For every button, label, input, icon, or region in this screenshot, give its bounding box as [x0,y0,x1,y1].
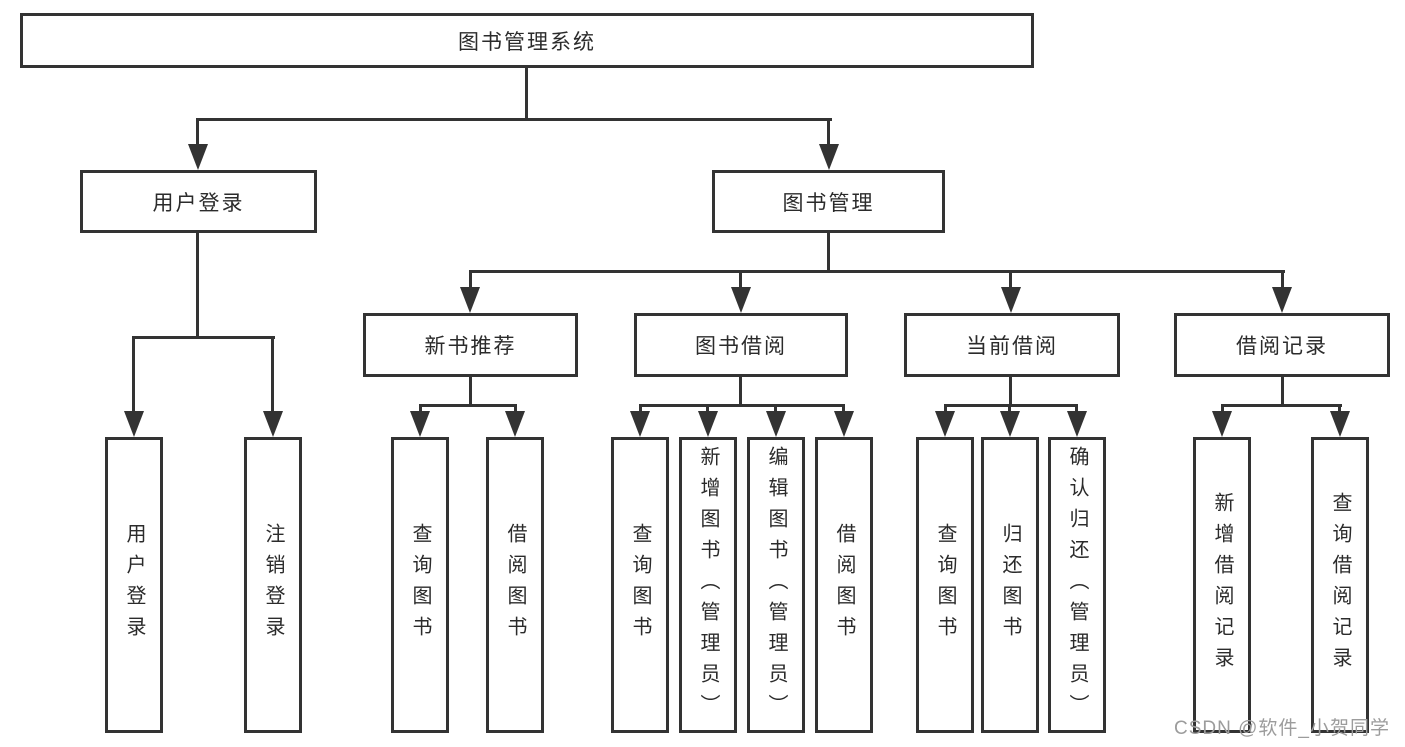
connector [469,377,472,407]
node-book-borrowing: 图书借阅 [634,313,848,377]
leaf-add-books-admin-label: 新增图书（管理员） [697,445,719,725]
node-book-management: 图书管理 [712,170,945,233]
connector [1008,404,1011,413]
leaf-borrow-books-recommend: 借阅图书 [486,437,544,733]
connector [739,377,742,407]
connector [419,404,517,407]
connector [1338,404,1341,413]
arrowhead-icon [834,411,854,437]
node-current-borrowing: 当前借阅 [904,313,1120,377]
leaf-query-books-current: 查询图书 [916,437,974,733]
arrowhead-icon [630,411,650,437]
arrowhead-icon [819,144,839,170]
node-user-login: 用户登录 [80,170,317,233]
leaf-confirm-return-admin: 确认归还（管理员） [1048,437,1106,733]
node-book-management-label: 图书管理 [782,191,875,215]
leaf-borrow-books-label: 借阅图书 [833,523,855,647]
connector [1075,404,1078,413]
node-root-label: 图书管理系统 [458,30,596,54]
leaf-query-books-borrowing: 查询图书 [611,437,669,733]
connector [419,404,422,413]
leaf-return-books: 归还图书 [981,437,1039,733]
leaf-add-borrow-record: 新增借阅记录 [1193,437,1251,733]
arrowhead-icon [460,287,480,313]
leaf-user-login: 用户登录 [105,437,163,733]
arrowhead-icon [731,287,751,313]
leaf-user-login-label: 用户登录 [123,523,145,647]
node-current-borrowing-label: 当前借阅 [966,335,1058,358]
connector [196,118,199,146]
leaf-confirm-return-admin-label: 确认归还（管理员） [1066,445,1088,725]
leaf-edit-books-admin: 编辑图书（管理员） [747,437,805,733]
connector [1221,404,1342,407]
connector [1009,377,1012,407]
node-book-borrowing-label: 图书借阅 [695,335,787,358]
connector [514,404,517,413]
arrowhead-icon [1330,411,1350,437]
connector [639,404,845,407]
node-new-book-recommend-label: 新书推荐 [424,335,517,358]
leaf-logout-label: 注销登录 [262,523,284,647]
node-borrowing-records-label: 借阅记录 [1236,335,1328,358]
leaf-return-books-label: 归还图书 [999,523,1021,647]
leaf-query-books-current-label: 查询图书 [934,523,956,647]
arrowhead-icon [1001,287,1021,313]
arrowhead-icon [1067,411,1087,437]
leaf-query-borrow-record-label: 查询借阅记录 [1329,492,1351,678]
leaf-query-borrow-record: 查询借阅记录 [1311,437,1369,733]
connector [739,270,742,290]
leaf-borrow-books: 借阅图书 [815,437,873,733]
leaf-borrow-books-recommend-label: 借阅图书 [504,523,526,647]
leaf-query-books-recommend-label: 查询图书 [409,523,431,647]
connector [132,336,275,339]
connector [944,404,1078,407]
connector [271,336,274,413]
connector [525,68,528,121]
connector [1281,270,1284,290]
connector [469,270,1285,273]
node-user-login-label: 用户登录 [152,191,245,215]
connector [827,118,830,146]
connector [469,270,472,290]
connector [196,233,199,339]
leaf-add-borrow-record-label: 新增借阅记录 [1211,492,1233,678]
leaf-add-books-admin: 新增图书（管理员） [679,437,737,733]
arrowhead-icon [766,411,786,437]
connector [1281,377,1284,407]
connector [132,336,135,413]
node-new-book-recommend: 新书推荐 [363,313,578,377]
node-borrowing-records: 借阅记录 [1174,313,1390,377]
leaf-logout: 注销登录 [244,437,302,733]
arrowhead-icon [505,411,525,437]
arrowhead-icon [935,411,955,437]
connector [944,404,947,413]
arrowhead-icon [410,411,430,437]
connector [196,118,832,121]
connector [827,233,830,273]
arrowhead-icon [188,144,208,170]
connector [842,404,845,413]
connector [1221,404,1224,413]
arrowhead-icon [1000,411,1020,437]
arrowhead-icon [698,411,718,437]
arrowhead-icon [1212,411,1232,437]
connector [1009,270,1012,290]
arrowhead-icon [1272,287,1292,313]
connector [639,404,642,413]
arrowhead-icon [124,411,144,437]
csdn-watermark: CSDN @软件_小贺同学 [1174,718,1390,739]
connector [706,404,709,413]
leaf-edit-books-admin-label: 编辑图书（管理员） [765,445,787,725]
node-root: 图书管理系统 [20,13,1034,68]
leaf-query-books-borrowing-label: 查询图书 [629,523,651,647]
leaf-query-books-recommend: 查询图书 [391,437,449,733]
connector [774,404,777,413]
arrowhead-icon [263,411,283,437]
